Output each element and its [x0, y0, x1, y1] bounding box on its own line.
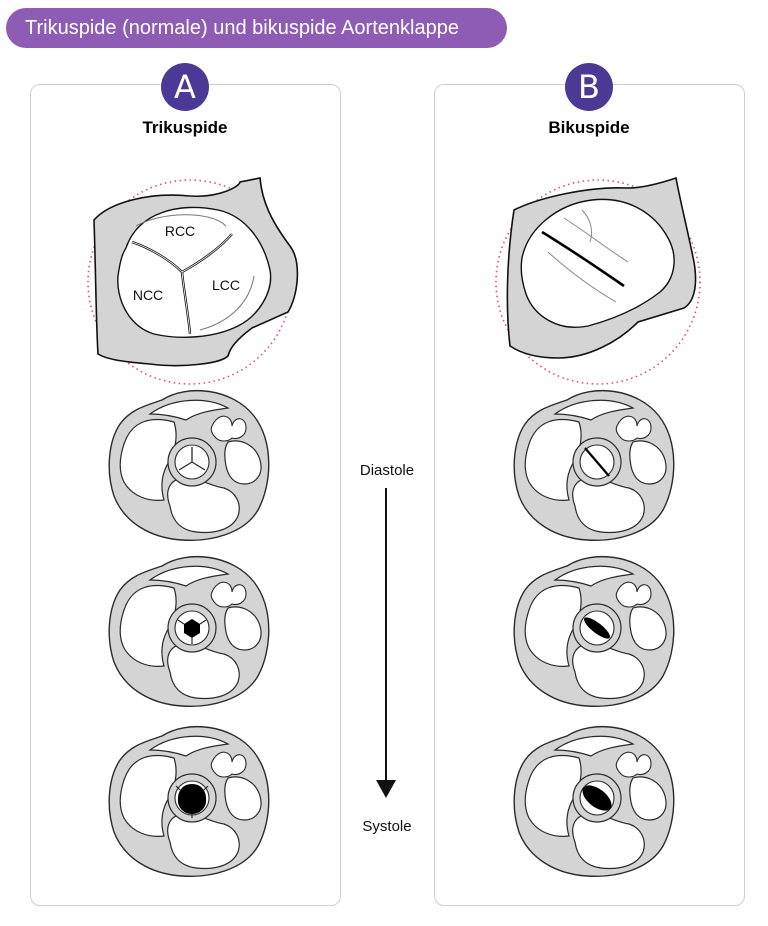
panel-b-heading: Bikuspide — [548, 118, 630, 137]
cusp-label-lcc: LCC — [212, 277, 240, 293]
panel-a-badge: A — [161, 63, 209, 111]
tricuspid-mid — [108, 555, 270, 707]
diastole-to-systole-arrow — [376, 488, 396, 798]
tricuspid-diastole — [108, 389, 270, 541]
panel-b-badge: B — [565, 63, 613, 111]
bicuspid-mid — [513, 555, 675, 707]
bicuspid-diastole — [513, 389, 675, 541]
tricuspid-systole — [108, 725, 270, 877]
bicuspid-valve-detail — [495, 176, 701, 385]
diastole-label: Diastole — [359, 462, 415, 479]
cusp-label-ncc: NCC — [133, 287, 163, 303]
panel-a-heading: Trikuspide — [142, 118, 228, 137]
bicuspid-systole — [513, 725, 675, 877]
cusp-label-rcc: RCC — [165, 223, 195, 239]
systole-label: Systole — [362, 818, 412, 835]
figure-title-banner: Trikuspide (normale) und bikuspide Aorte… — [6, 8, 507, 48]
tricuspid-valve-detail: RCC NCC LCC — [87, 177, 299, 385]
